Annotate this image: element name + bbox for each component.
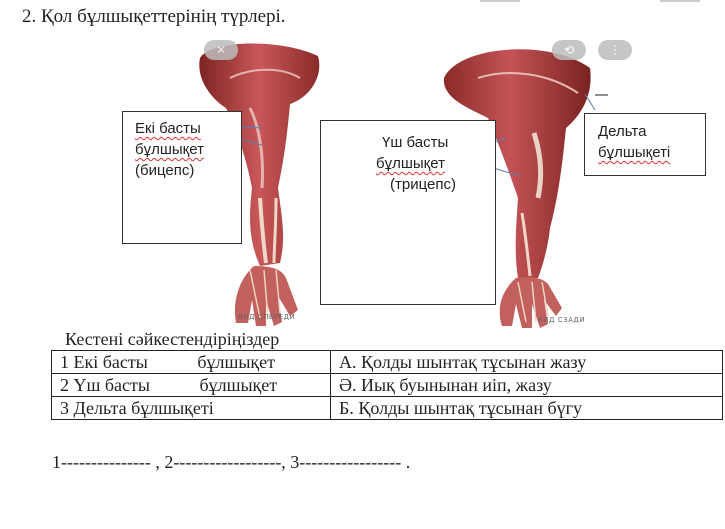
table-row: 3 Дельта бұлшықеті Б. Қолды шынтақ тұсын… (51, 396, 723, 420)
top-edge-mark (660, 0, 700, 2)
matching-table-title: Кестені сәйкестендіріңіздер (65, 329, 280, 349)
arm-back-illustration (443, 49, 591, 328)
answer-line: 1--------------- , 2------------------, … (52, 452, 411, 472)
table-cell-muscle: 1 Екі басты бұлшықет (51, 350, 331, 374)
table-cell-function: Б. Қолды шынтақ тұсынан бүгу (330, 396, 723, 420)
table-cell-function: А. Қолды шынтақ тұсынан жазу (330, 350, 723, 374)
biceps-label-line3: (бицепс) (135, 162, 195, 179)
front-view-caption: ВИД СПЕРЕДИ (238, 313, 296, 321)
table-row: 1 Екі басты бұлшықет А. Қолды шынтақ тұс… (51, 350, 723, 374)
table-cell-muscle: 3 Дельта бұлшықеті (51, 396, 331, 420)
triceps-label-box: Үш басты бұлшықет (трицепс) (320, 120, 496, 305)
matching-table: 1 Екі басты бұлшықет А. Қолды шынтақ тұс… (51, 350, 723, 420)
deltoid-label-line2: бұлшықеті (598, 144, 671, 161)
close-icon[interactable]: ✕ (204, 40, 238, 60)
deltoid-label-box: Дельта бұлшықеті (584, 113, 706, 176)
more-options-icon[interactable]: ⋮ (598, 40, 632, 60)
table-cell-function: Ә. Иық буынынан иіп, жазу (330, 373, 723, 397)
arm-front-illustration (199, 43, 320, 326)
top-edge-mark (480, 0, 520, 2)
biceps-label-box: Екі басты бұлшықет (бицепс) (122, 111, 242, 244)
table-cell-muscle: 2 Үш басты бұлшықет (51, 373, 331, 397)
deltoid-label-line1: Дельта (598, 123, 647, 140)
task-heading: 2. Қол бұлшықеттерінің түрлері. (22, 6, 286, 27)
table-row: 2 Үш басты бұлшықет Ә. Иық буынынан иіп,… (51, 373, 723, 397)
triceps-label-line3: (трицепс) (390, 176, 456, 193)
biceps-label-line2: бұлшықет (135, 141, 204, 158)
triceps-label-line1: Үш басты (382, 134, 449, 151)
biceps-label-line1: Екі басты (135, 120, 201, 137)
triceps-label-line2: бұлшықет (376, 155, 445, 172)
share-icon[interactable]: ⟲ (552, 40, 586, 60)
back-view-caption: ВИД СЗАДИ (538, 316, 586, 324)
